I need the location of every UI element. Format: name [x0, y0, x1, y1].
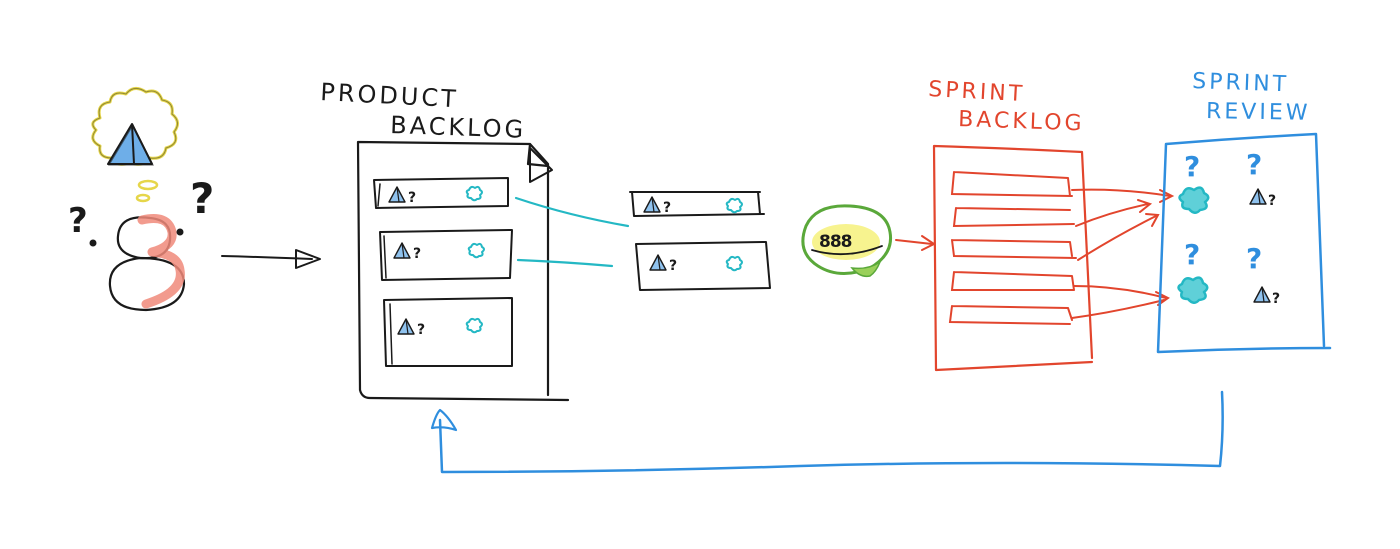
puzzle-piece-icon: [725, 255, 743, 272]
sprint-backlog: SPRINT BACKLOG: [928, 77, 1175, 372]
selected-items: ? ?: [629, 191, 771, 291]
sprint-backlog-title-line1: SPRINT: [928, 77, 1026, 107]
question-mark: ?: [1184, 150, 1200, 183]
pyramid-icon: [393, 242, 411, 259]
question-mark-right: ?: [190, 174, 214, 223]
question-mark: ?: [1184, 238, 1200, 271]
question-mark: ?: [1268, 193, 1276, 209]
selected-item-2: ?: [635, 241, 771, 291]
question-mark: ?: [1246, 148, 1262, 181]
puzzle-piece-icon: [465, 317, 483, 334]
question-dot-right: [176, 228, 184, 236]
product-backlog-item-3: ?: [383, 297, 513, 367]
puzzle-piece-icon: [725, 197, 743, 214]
arrow-to-sprint-backlog: [895, 235, 935, 251]
sprint-backlog-rows: [948, 171, 1077, 325]
review-increment-2: ? ?: [1246, 148, 1276, 209]
thought-bubble-tiny: [135, 193, 151, 203]
sprint-task-3: [951, 239, 1077, 259]
arrow-to-product-backlog: [221, 249, 321, 269]
sprint-review-title-line2: REVIEW: [1206, 99, 1311, 126]
selected-item-1: ?: [629, 191, 765, 217]
team-members-icon: 888: [819, 232, 852, 252]
review-increment-4: ? ?: [1246, 242, 1280, 307]
sprint-to-review-arrows: [1071, 188, 1175, 319]
sprint-task-5: [948, 305, 1073, 325]
question-mark: ?: [413, 246, 421, 262]
thought-bubble-small: [137, 179, 159, 191]
pyramid-icon: [1249, 188, 1267, 205]
pyramid-icon: [1253, 286, 1271, 303]
puzzle-piece-icon: [1177, 276, 1209, 305]
puzzle-piece-icon: [465, 185, 483, 202]
sprint-task-2: [952, 207, 1075, 228]
puzzle-piece-icon: [467, 242, 485, 259]
sprint-task-1: [950, 171, 1073, 197]
pyramid-icon: [388, 186, 406, 203]
question-mark-left: ?: [68, 201, 88, 241]
pyramid-icon: [397, 318, 415, 335]
pyramid-icon: [649, 254, 667, 271]
product-backlog-document: [356, 140, 570, 402]
feedback-loop-arrow: [430, 390, 1224, 474]
sprint-backlog-title-line2: BACKLOG: [958, 107, 1085, 136]
question-mark: ?: [417, 322, 425, 338]
idea-pyramid-icon: [107, 123, 154, 166]
sprint-review: SPRINT REVIEW ? ? ? ? ? ?: [1156, 69, 1332, 354]
sprint-review-title-line1: SPRINT: [1192, 69, 1290, 97]
question-mark: ?: [1272, 291, 1280, 307]
product-backlog-title-line2: BACKLOG: [390, 111, 527, 144]
sprint-review-board: [1156, 132, 1332, 354]
stakeholder-figure: ? ?: [68, 87, 214, 312]
review-increment-3: ?: [1177, 238, 1209, 305]
selection-connectors: [514, 196, 630, 268]
question-mark: ?: [669, 258, 677, 274]
person-pink-highlight: [137, 214, 185, 309]
puzzle-piece-icon: [1178, 186, 1210, 215]
product-backlog-item-1: ?: [373, 177, 509, 209]
product-backlog: PRODUCT BACKLOG ? ? ?: [320, 78, 570, 402]
question-mark: ?: [1246, 242, 1262, 275]
product-backlog-title-line1: PRODUCT: [320, 78, 460, 113]
sprint-backlog-document: [932, 144, 1094, 372]
question-dot-left: [89, 239, 97, 247]
scrum-team: 888: [801, 204, 893, 278]
pyramid-icon: [643, 196, 661, 213]
review-increment-1: ?: [1178, 150, 1210, 215]
product-backlog-item-2: ?: [379, 229, 513, 281]
question-mark: ?: [408, 190, 416, 206]
sprint-task-4: [950, 271, 1075, 291]
question-mark: ?: [663, 200, 671, 216]
team-green-tail: [850, 260, 882, 278]
team-green-halo: [801, 204, 893, 275]
